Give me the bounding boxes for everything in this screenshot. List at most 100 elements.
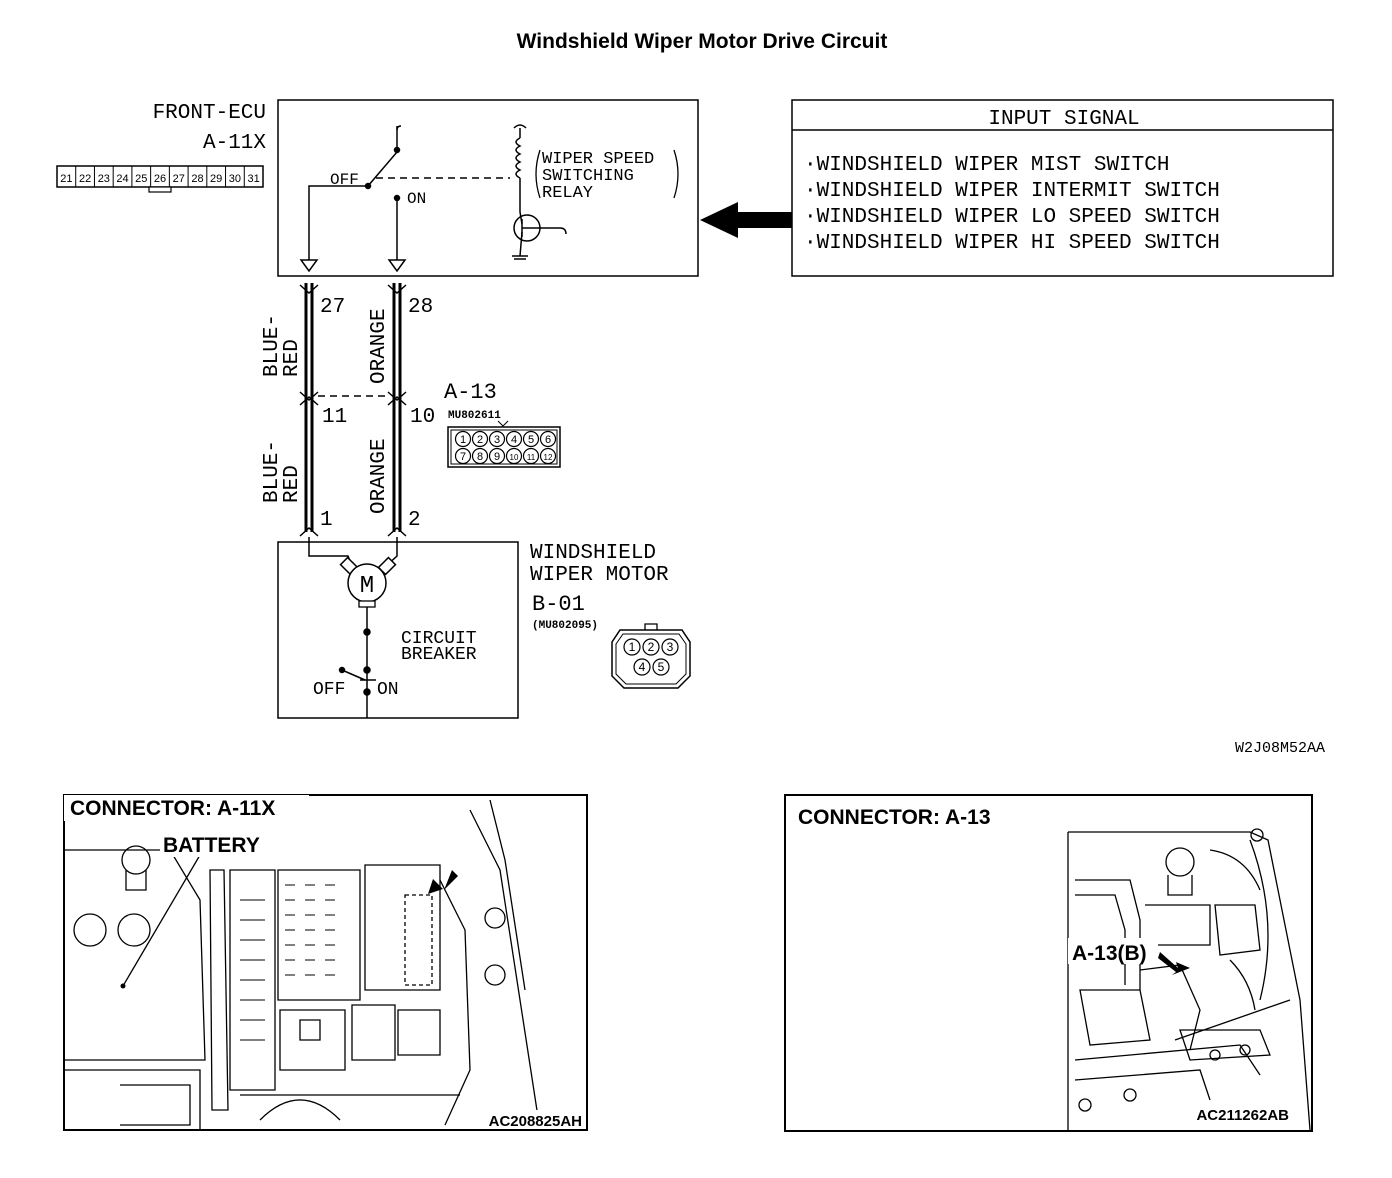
- junction-key-icon: [497, 420, 509, 427]
- a11x-pin-number: 30: [229, 173, 241, 185]
- wire-harness: [299, 283, 407, 537]
- ecu-switch-off-label: OFF: [330, 171, 359, 189]
- a13-pin-number: 2: [477, 434, 483, 446]
- ecu-pin-27: 27: [320, 296, 345, 319]
- a13-pin-circle: [505, 430, 523, 448]
- svg-text:RED: RED: [281, 465, 304, 503]
- photo-connector-a13: CONNECTOR: A-13 A-13(B) AC211262AB: [784, 794, 1313, 1132]
- ecu-switch: [299, 125, 510, 273]
- input-signal-header: INPUT SIGNAL: [988, 108, 1139, 131]
- a13-pin-circle: [454, 430, 472, 448]
- connector-a13-arrow-icon: [1158, 952, 1190, 975]
- a13-pin-number: 11: [527, 453, 536, 462]
- b01-pin-circle: [642, 638, 660, 656]
- a13-pin-circle: [454, 447, 472, 465]
- b01-pin-circle: [633, 658, 651, 676]
- wire-color-label-upper-left: BLUE- RED: [261, 314, 304, 377]
- svg-text:BLUE-: BLUE-: [261, 314, 284, 377]
- a13-pin-circle: [471, 447, 489, 465]
- a13-pin-number: 7: [460, 451, 466, 463]
- photo-a13-callout: A-13(B): [1072, 942, 1147, 965]
- a11x-pin-number: 29: [210, 173, 222, 185]
- junction-connector-label: A-13: [444, 380, 497, 405]
- b01-pin-circle: [652, 658, 670, 676]
- motor-name-line2: WIPER MOTOR: [530, 564, 669, 587]
- a13-pin-circle: [505, 447, 523, 465]
- a11x-pin-number: 24: [116, 173, 128, 185]
- motor-name-line1: WINDSHIELD: [530, 542, 656, 565]
- b01-pin-number: 4: [639, 660, 646, 674]
- battery-pointer-line: [122, 854, 201, 987]
- front-ecu-box: [277, 99, 699, 277]
- a13-pin-circle: [488, 430, 506, 448]
- transistor-icon: [512, 211, 567, 260]
- svg-text:RED: RED: [281, 339, 304, 377]
- motor-icon: M: [347, 563, 387, 608]
- svg-text:M: M: [360, 573, 374, 600]
- a13-pin-number: 3: [494, 434, 500, 446]
- input-signal-item: ·WINDSHIELD WIPER INTERMIT SWITCH: [804, 180, 1220, 203]
- a13-pin-number: 1: [460, 434, 466, 446]
- circuit-breaker-label-line2: BREAKER: [401, 645, 477, 665]
- a13-pin-number: 9: [494, 451, 500, 463]
- a13-pin-number: 12: [544, 453, 553, 462]
- a13-pin-circle: [539, 447, 557, 465]
- diagram-title: Windshield Wiper Motor Drive Circuit: [517, 30, 888, 53]
- wire-color-label-lower-right: ORANGE: [368, 438, 391, 514]
- front-ecu-connector-label: A-11X: [203, 132, 266, 155]
- a11x-pin-number: 27: [173, 173, 185, 185]
- relay-label-line2: SWITCHING: [542, 167, 634, 186]
- svg-text:BLUE-: BLUE-: [261, 440, 284, 503]
- junction-pin-11: 11: [322, 406, 347, 429]
- a11x-pin-number: 26: [154, 173, 166, 185]
- input-signal-item: ·WINDSHIELD WIPER LO SPEED SWITCH: [804, 206, 1220, 229]
- motor-pin-1: 1: [320, 509, 333, 532]
- a11x-pin-number: 31: [248, 173, 260, 185]
- b01-pin-number: 2: [648, 640, 655, 654]
- b01-pin-number: 3: [667, 640, 674, 654]
- ecu-switch-on-label: ON: [407, 190, 426, 208]
- motor-switch-on-label: ON: [377, 680, 399, 700]
- a13-pin-circle: [488, 447, 506, 465]
- circuit-breaker-label-line1: CIRCUIT: [401, 629, 477, 649]
- photo-a11x-title: CONNECTOR: A-11X: [70, 797, 275, 820]
- relay-label-bracket-right: [673, 149, 679, 199]
- relay-label-line3: RELAY: [542, 184, 593, 203]
- input-signal-list: ·WINDSHIELD WIPER MIST SWITCH·WINDSHIELD…: [804, 154, 1220, 255]
- b01-pin-number: 1: [629, 640, 636, 654]
- a13-pin-number: 8: [477, 451, 483, 463]
- a13-pin-number: 6: [545, 434, 551, 446]
- wire-color-label-lower-left: BLUE- RED: [261, 440, 304, 503]
- relay-label-bracket-left: [535, 149, 541, 199]
- photo-a11x-code: AC208825AH: [489, 1113, 582, 1130]
- front-ecu-label: FRONT-ECU: [153, 102, 266, 125]
- photo-a13-code: AC211262AB: [1196, 1107, 1289, 1124]
- figure-code: W2J08M52AA: [1235, 740, 1325, 757]
- b01-pin-circle: [623, 638, 641, 656]
- input-signal-arrow-icon: [700, 202, 792, 238]
- a13-pin-circle: [522, 430, 540, 448]
- a11x-pin-number: 25: [135, 173, 147, 185]
- photo-connector-a11x: CONNECTOR: A-11X BATTERY AC208825AH: [63, 794, 588, 1131]
- a13-pin-number: 5: [528, 434, 534, 446]
- a13-pin-circle: [471, 430, 489, 448]
- a13-pin-circle: [539, 430, 557, 448]
- relay-label-line1: WIPER SPEED: [542, 150, 654, 169]
- connector-a11x-arrow-icon: [428, 870, 458, 894]
- b01-pin-number: 5: [658, 660, 665, 674]
- photo-a11x-callout: BATTERY: [163, 834, 260, 857]
- ecu-pin-28: 28: [408, 296, 433, 319]
- junction-pin-10: 10: [410, 406, 435, 429]
- b01-pin-circle: [661, 638, 679, 656]
- a11x-pin-number: 28: [191, 173, 203, 185]
- a13-pin-circle: [522, 447, 540, 465]
- junction-part-number: MU802611: [448, 410, 501, 422]
- wire-color-label-upper-right: ORANGE: [368, 308, 391, 384]
- motor-pin-2: 2: [408, 509, 421, 532]
- motor-part-number: (MU802095): [532, 620, 598, 632]
- wiper-motor-box: [277, 541, 519, 719]
- a11x-pin-number: 23: [98, 173, 110, 185]
